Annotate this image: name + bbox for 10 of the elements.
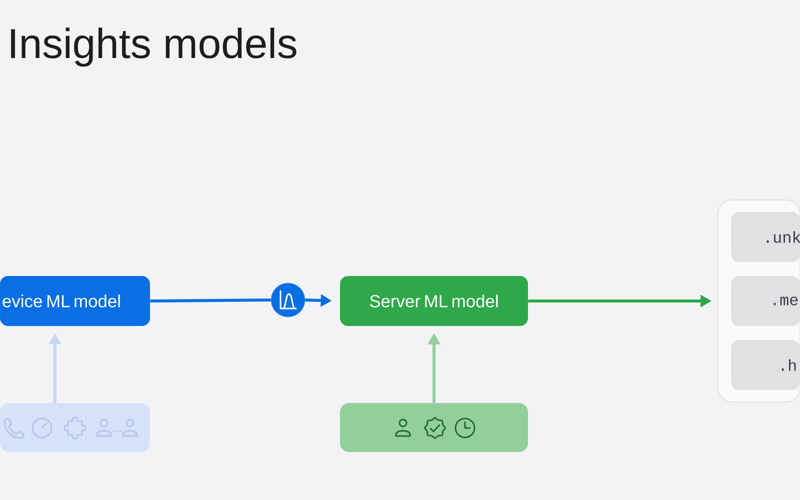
- label-chip: .unk: [731, 212, 800, 262]
- connector-line: [150, 298, 271, 302]
- icon-panel: [0, 403, 150, 452]
- icon-panel: [340, 403, 528, 452]
- model-box: Server ML model: [340, 276, 528, 326]
- label-chip: .h: [731, 340, 800, 390]
- title: Insights models: [11, 28, 296, 67]
- chart-icon: [271, 283, 305, 317]
- model-box: evice ML model: [0, 276, 150, 326]
- label-chip: .me: [731, 276, 800, 326]
